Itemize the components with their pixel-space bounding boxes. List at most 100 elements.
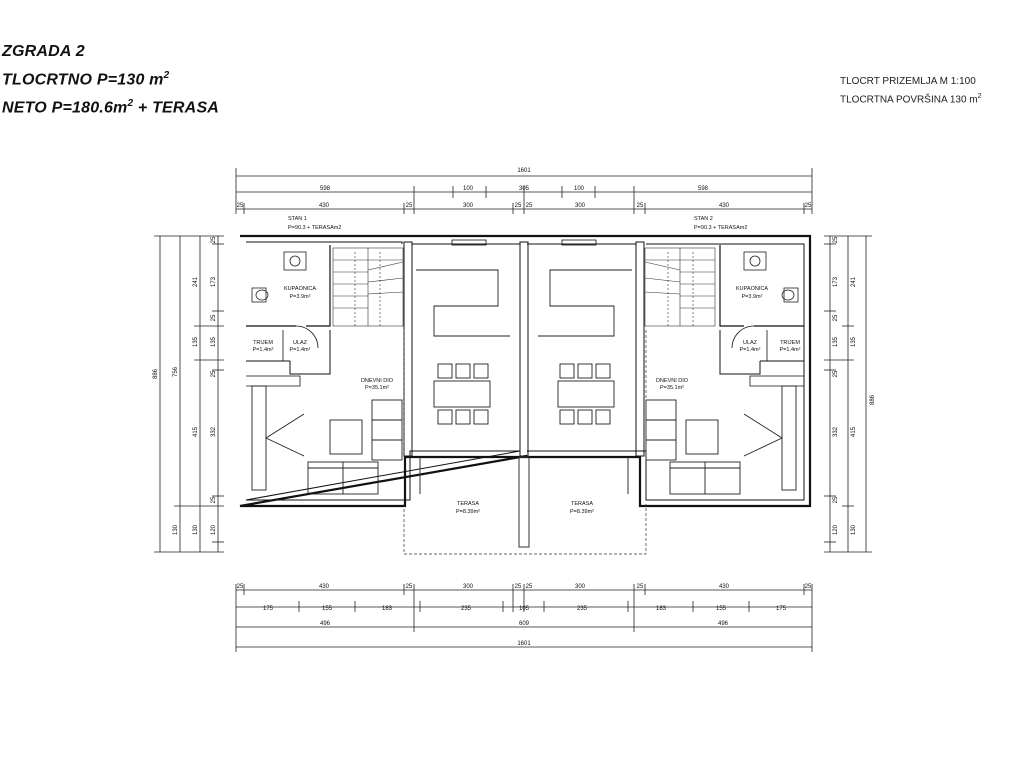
- dim-top-r2-2: 305: [519, 186, 530, 192]
- dim-left-i1: 173: [211, 276, 217, 287]
- dim-right-i0: 241: [851, 276, 857, 287]
- dim-bot-r1-1: 300: [463, 584, 474, 590]
- dim-right-i1: 173: [833, 276, 839, 287]
- dim-right-i4: 25: [833, 370, 839, 377]
- dim-bot-r2-2: 183: [382, 606, 393, 612]
- drawing-title-block: ZGRADA 2 TLOCRTNO P=130 m2 NETO P=180.6m…: [2, 40, 219, 121]
- dim-top-r3-2: 300: [575, 203, 586, 209]
- unit-left-title: STAN 1: [288, 216, 307, 222]
- dim-bot-r2-4: 105: [519, 606, 530, 612]
- dim-right-i6: 332: [833, 426, 839, 437]
- room-left-terrace-area: P=8.39m²: [456, 509, 480, 515]
- dim-top-r2-3: 100: [574, 186, 585, 192]
- room-left-porch: TRIJEM: [253, 340, 273, 346]
- dim-right-i8: 120: [833, 524, 839, 535]
- dim-bot-total: 1601: [517, 641, 531, 647]
- room-left-terrace: TERASA: [457, 501, 479, 507]
- furniture: [251, 269, 797, 495]
- dim-right-i3: 135: [833, 336, 839, 347]
- dim-left-i3: 135: [211, 336, 217, 347]
- dim-left-i9: 25: [211, 236, 217, 243]
- dim-bot-r2-7: 155: [716, 606, 727, 612]
- dim-top-small-4: 25: [637, 203, 644, 209]
- dim-left-outer: 886: [153, 368, 159, 379]
- dim-bot-r3-2: 496: [718, 621, 729, 627]
- room-right-porch-area: P=1.4m²: [780, 347, 801, 353]
- dim-right-outer: 886: [870, 394, 876, 405]
- dim-bot-small-2: 25: [515, 584, 522, 590]
- dim-bot-small-3: 25: [526, 584, 533, 590]
- room-right-terrace: TERASA: [571, 501, 593, 507]
- dim-left-i4: 25: [211, 370, 217, 377]
- plan-scale: TLOCRT PRIZEMLJA M 1:100: [840, 76, 976, 87]
- dim-bot-small-1: 25: [406, 584, 413, 590]
- dim-bot-small-4: 25: [637, 584, 644, 590]
- unit-left-area: P=90.3 + TERASAm2: [288, 225, 341, 231]
- dim-bot-r2-5: 235: [577, 606, 588, 612]
- dim-right-i7: 130: [851, 524, 857, 535]
- room-left-living-area: P=35.1m²: [365, 385, 389, 391]
- room-left-bath-area: P=3.9m²: [290, 294, 311, 300]
- room-right-entry-area: P=1.4m²: [740, 347, 761, 353]
- dim-right-i9: 25: [833, 236, 839, 243]
- dim-right-i3b: 135: [851, 336, 857, 347]
- dim-left-i8: 120: [211, 524, 217, 535]
- dim-left-i3b: 135: [193, 336, 199, 347]
- dim-top-r2-1: 100: [463, 186, 474, 192]
- dim-top-r2-0: 598: [320, 186, 331, 192]
- room-right-porch: TRIJEM: [780, 340, 800, 346]
- room-left-porch-area: P=1.4m²: [253, 347, 274, 353]
- dim-bot-r2-1: 155: [322, 606, 333, 612]
- dim-bot-r1-2: 300: [575, 584, 586, 590]
- plan-area: TLOCRTNA POVRŠINA 130 m2: [840, 93, 982, 106]
- building-name: ZGRADA 2: [2, 43, 85, 60]
- right-ticks: [824, 235, 872, 553]
- dim-left-i10: 25: [211, 496, 217, 503]
- dim-top-small-5: 25: [805, 203, 812, 209]
- dim-bot-r2-8: 175: [776, 606, 787, 612]
- footprint-area: TLOCRTNO P=130 m2: [2, 70, 170, 89]
- room-right-bath-area: P=3.9m²: [742, 294, 763, 300]
- dim-right-i10: 25: [833, 496, 839, 503]
- dim-top-small-0: 25: [237, 203, 244, 209]
- dim-top-small-3: 25: [526, 203, 533, 209]
- dim-bot-r3-1: 609: [519, 621, 530, 627]
- room-right-living: DNEVNI DIO: [656, 378, 689, 384]
- dim-left-bottom: 130: [173, 524, 179, 535]
- room-left-living: DNEVNI DIO: [361, 378, 394, 384]
- unit-right-title: STAN 2: [694, 216, 713, 222]
- dim-right-i5: 415: [851, 426, 857, 437]
- unit-right-area: P=90.3 + TERASAm2: [694, 225, 747, 231]
- room-left-bath: KUPAONICA: [284, 286, 316, 292]
- dim-bot-r2-0: 175: [263, 606, 274, 612]
- terraces: [403, 330, 647, 555]
- dim-bot-small-0: 25: [237, 584, 244, 590]
- room-right-terrace-area: P=8.39m²: [570, 509, 594, 515]
- dim-top-small-1: 25: [406, 203, 413, 209]
- top-ticks: [235, 168, 813, 214]
- bathroom-fixtures: [251, 251, 799, 349]
- dim-top-r2-4: 598: [698, 186, 709, 192]
- dim-bot-small-5: 25: [805, 584, 812, 590]
- staircases: [332, 247, 716, 327]
- dim-left-i7: 130: [193, 524, 199, 535]
- net-area: NETO P=180.6m2 + TERASA: [2, 98, 220, 117]
- left-ticks: [154, 235, 224, 553]
- dim-bot-r1-3: 430: [719, 584, 730, 590]
- room-left-entry-area: P=1.4m²: [290, 347, 311, 353]
- room-right-entry: ULAZ: [743, 340, 758, 346]
- dim-right-i2: 25: [833, 314, 839, 321]
- dim-top-r3-0: 430: [319, 203, 330, 209]
- dim-bot-r2-6: 183: [656, 606, 667, 612]
- dim-left-i5: 415: [193, 426, 199, 437]
- dim-left-i0: 241: [193, 276, 199, 287]
- dim-left-i6: 332: [211, 426, 217, 437]
- dim-top-total: 1601: [517, 168, 531, 174]
- dim-bot-r1-0: 430: [319, 584, 330, 590]
- bottom-ticks: [235, 584, 813, 652]
- room-right-living-area: P=35.1m²: [660, 385, 684, 391]
- dim-left-i2: 25: [211, 314, 217, 321]
- building-walls: [239, 234, 812, 508]
- dim-top-r3-3: 430: [719, 203, 730, 209]
